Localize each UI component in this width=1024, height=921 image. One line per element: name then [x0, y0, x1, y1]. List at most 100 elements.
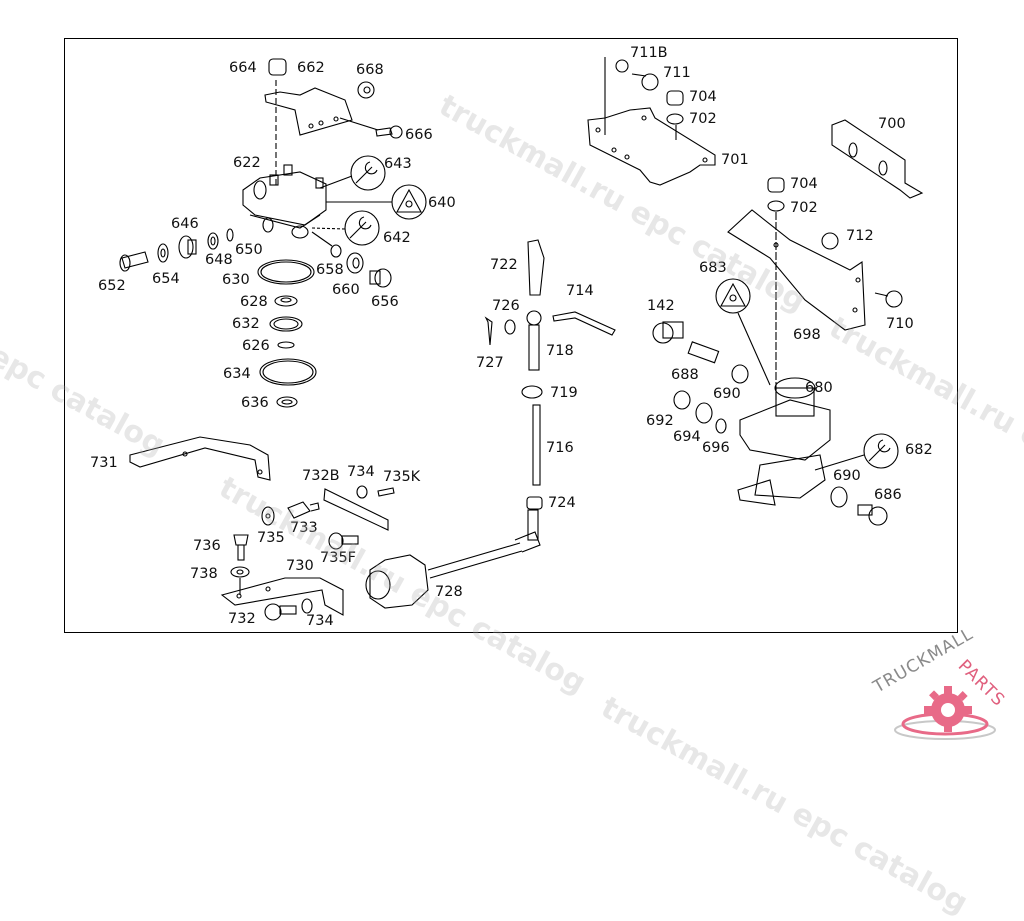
callout-680[interactable]: 680 — [805, 380, 833, 396]
part-634-seal-ring[interactable] — [259, 358, 317, 386]
callout-660[interactable]: 660 — [332, 282, 360, 298]
callout-622[interactable]: 622 — [233, 155, 261, 171]
callout-728[interactable]: 728 — [435, 584, 463, 600]
callout-636[interactable]: 636 — [241, 395, 269, 411]
part-711-bolt[interactable] — [631, 73, 659, 91]
callout-738[interactable]: 738 — [190, 566, 218, 582]
part-666-bolt[interactable] — [375, 125, 403, 139]
callout-700[interactable]: 700 — [878, 116, 906, 132]
part-650-oring[interactable] — [226, 228, 234, 242]
part-630-seal-ring[interactable] — [257, 259, 315, 285]
callout-690-b[interactable]: 690 — [833, 468, 861, 484]
callout-722[interactable]: 722 — [490, 257, 518, 273]
callout-683[interactable]: 683 — [699, 260, 727, 276]
part-735-washer[interactable] — [261, 506, 275, 526]
callout-711B[interactable]: 711B — [630, 45, 668, 61]
callout-731[interactable]: 731 — [90, 455, 118, 471]
part-702-washer-a[interactable] — [666, 113, 684, 125]
part-680-valve[interactable] — [739, 377, 831, 499]
part-731-bracket[interactable] — [129, 436, 271, 481]
callout-733[interactable]: 733 — [290, 520, 318, 536]
part-632-seal[interactable] — [269, 316, 303, 332]
callout-712[interactable]: 712 — [846, 228, 874, 244]
callout-714[interactable]: 714 — [566, 283, 594, 299]
callout-626[interactable]: 626 — [242, 338, 270, 354]
callout-690-a[interactable]: 690 — [713, 386, 741, 402]
part-736-bolt[interactable] — [233, 534, 249, 561]
part-142-fitting[interactable] — [652, 321, 684, 344]
part-664-nut[interactable] — [268, 58, 287, 76]
callout-704-b[interactable]: 704 — [790, 176, 818, 192]
part-668-nut[interactable] — [357, 81, 375, 99]
callout-662[interactable]: 662 — [297, 60, 325, 76]
part-700-bracket[interactable] — [831, 119, 924, 199]
part-724-nut[interactable] — [526, 496, 543, 510]
part-654-washer[interactable] — [157, 243, 169, 263]
callout-696[interactable]: 696 — [702, 440, 730, 456]
part-728-actuator[interactable] — [365, 509, 541, 609]
callout-724[interactable]: 724 — [548, 495, 576, 511]
part-exhaust-fitting[interactable] — [737, 479, 776, 506]
callout-654[interactable]: 654 — [152, 271, 180, 287]
part-722-lever[interactable] — [527, 239, 545, 296]
callout-698[interactable]: 698 — [793, 327, 821, 343]
part-662-bracket[interactable] — [264, 87, 353, 136]
callout-692[interactable]: 692 — [646, 413, 674, 429]
callout-664[interactable]: 664 — [229, 60, 257, 76]
part-727-cotter-pin[interactable] — [484, 316, 493, 346]
callout-658[interactable]: 658 — [316, 262, 344, 278]
part-719-clamp[interactable] — [521, 385, 543, 399]
part-628-seal[interactable] — [274, 295, 298, 307]
callout-734-a[interactable]: 734 — [347, 464, 375, 480]
callout-688[interactable]: 688 — [671, 367, 699, 383]
part-735K-pin[interactable] — [377, 487, 395, 497]
part-702-washer-b[interactable] — [767, 200, 785, 212]
part-704-nut-b[interactable] — [767, 177, 785, 193]
part-718-joint[interactable] — [526, 310, 542, 371]
callout-632[interactable]: 632 — [232, 316, 260, 332]
callout-711[interactable]: 711 — [663, 65, 691, 81]
callout-701[interactable]: 701 — [721, 152, 749, 168]
callout-666[interactable]: 666 — [405, 127, 433, 143]
part-716-rod[interactable] — [532, 404, 541, 486]
callout-735K[interactable]: 735K — [383, 469, 421, 485]
part-726-washer[interactable] — [504, 319, 516, 335]
callout-682[interactable]: 682 — [905, 442, 933, 458]
callout-630[interactable]: 630 — [222, 272, 250, 288]
callout-642[interactable]: 642 — [383, 230, 411, 246]
callout-726[interactable]: 726 — [492, 298, 520, 314]
callout-628[interactable]: 628 — [240, 294, 268, 310]
callout-710[interactable]: 710 — [886, 316, 914, 332]
callout-656[interactable]: 656 — [371, 294, 399, 310]
part-660-washer[interactable] — [346, 252, 364, 274]
part-710-bolt[interactable] — [874, 290, 903, 308]
part-692-plug[interactable] — [673, 390, 691, 410]
callout-718[interactable]: 718 — [546, 343, 574, 359]
callout-634[interactable]: 634 — [223, 366, 251, 382]
callout-716[interactable]: 716 — [546, 440, 574, 456]
part-690-washer-a[interactable] — [731, 364, 749, 384]
callout-668[interactable]: 668 — [356, 62, 384, 78]
callout-686[interactable]: 686 — [874, 487, 902, 503]
part-646-plug[interactable] — [178, 235, 197, 259]
part-734-washer-b[interactable] — [301, 598, 313, 614]
part-738-washer[interactable] — [230, 566, 250, 578]
part-636-seal[interactable] — [276, 396, 298, 408]
part-714-rod[interactable] — [552, 311, 616, 336]
callout-727[interactable]: 727 — [476, 355, 504, 371]
part-690-washer-b[interactable] — [830, 486, 848, 508]
part-696-oring[interactable] — [715, 418, 727, 434]
callout-730[interactable]: 730 — [286, 558, 314, 574]
callout-694[interactable]: 694 — [673, 429, 701, 445]
callout-736[interactable]: 736 — [193, 538, 221, 554]
callout-640[interactable]: 640 — [428, 195, 456, 211]
part-734-washer-a[interactable] — [356, 485, 368, 499]
part-688-fitting[interactable] — [687, 341, 720, 364]
callout-704-a[interactable]: 704 — [689, 89, 717, 105]
callout-142[interactable]: 142 — [647, 298, 675, 314]
truckmallparts-logo[interactable]: TRUCKMALL PARTS — [850, 624, 1024, 750]
part-732-bolt[interactable] — [264, 603, 297, 621]
callout-719[interactable]: 719 — [550, 385, 578, 401]
part-698-bracket[interactable] — [727, 209, 866, 331]
callout-648[interactable]: 648 — [205, 252, 233, 268]
